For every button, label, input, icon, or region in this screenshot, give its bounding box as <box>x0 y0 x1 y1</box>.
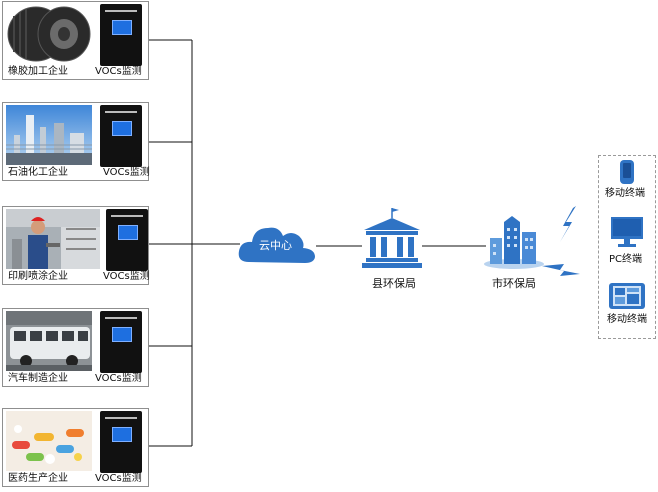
enterprise-name: 石油化工企业 <box>8 167 68 178</box>
vocs-monitor-device <box>100 105 142 167</box>
mobile-phone-icon <box>620 160 634 184</box>
city-buildings-icon <box>484 216 544 269</box>
vocs-monitor-device <box>100 411 142 473</box>
device-label: VOCs监测 <box>103 167 150 178</box>
enterprise-name: 医药生产企业 <box>8 473 68 484</box>
terminal-label-mobile-1: 移动终端 <box>605 188 645 199</box>
printing-worker-photo <box>6 209 100 269</box>
government-building-icon <box>362 208 422 268</box>
wireless-signal-icon <box>542 206 580 276</box>
refinery-photo <box>6 105 92 165</box>
enterprise-petrochemical: 石油化工企业 VOCs监测 <box>2 102 150 181</box>
vocs-monitor-device <box>100 311 142 373</box>
device-label: VOCs监测 <box>95 373 142 384</box>
terminal-label-pc: PC终端 <box>609 254 643 265</box>
device-label: VOCs监测 <box>103 271 150 282</box>
bus-factory-photo <box>6 311 92 371</box>
terminal-label-mobile-2: 移动终端 <box>607 314 647 325</box>
enterprise-name: 汽车制造企业 <box>8 373 68 384</box>
device-label: VOCs监测 <box>95 473 142 484</box>
enterprise-name: 印刷喷涂企业 <box>8 271 68 282</box>
county-epb-label: 县环保局 <box>372 277 416 290</box>
vocs-monitor-device <box>106 209 148 271</box>
desktop-computer-icon <box>611 217 643 247</box>
enterprise-name: 橡胶加工企业 <box>8 66 68 77</box>
cloud-icon <box>238 227 315 263</box>
terminals-panel <box>598 155 656 339</box>
cloud-label: 云中心 <box>259 239 292 252</box>
vocs-monitor-device <box>100 4 142 66</box>
enterprise-rubber: 橡胶加工企业 VOCs监测 <box>2 1 149 80</box>
enterprise-pharmaceutical: 医药生产企业 VOCs监测 <box>2 408 149 487</box>
enterprise-automotive: 汽车制造企业 VOCs监测 <box>2 308 149 387</box>
pills-photo <box>6 411 92 471</box>
tablet-icon <box>609 283 645 309</box>
tires-photo <box>6 4 92 64</box>
device-label: VOCs监测 <box>95 66 142 77</box>
city-epb-label: 市环保局 <box>492 277 536 290</box>
enterprise-printing: 印刷喷涂企业 VOCs监测 <box>2 206 150 285</box>
